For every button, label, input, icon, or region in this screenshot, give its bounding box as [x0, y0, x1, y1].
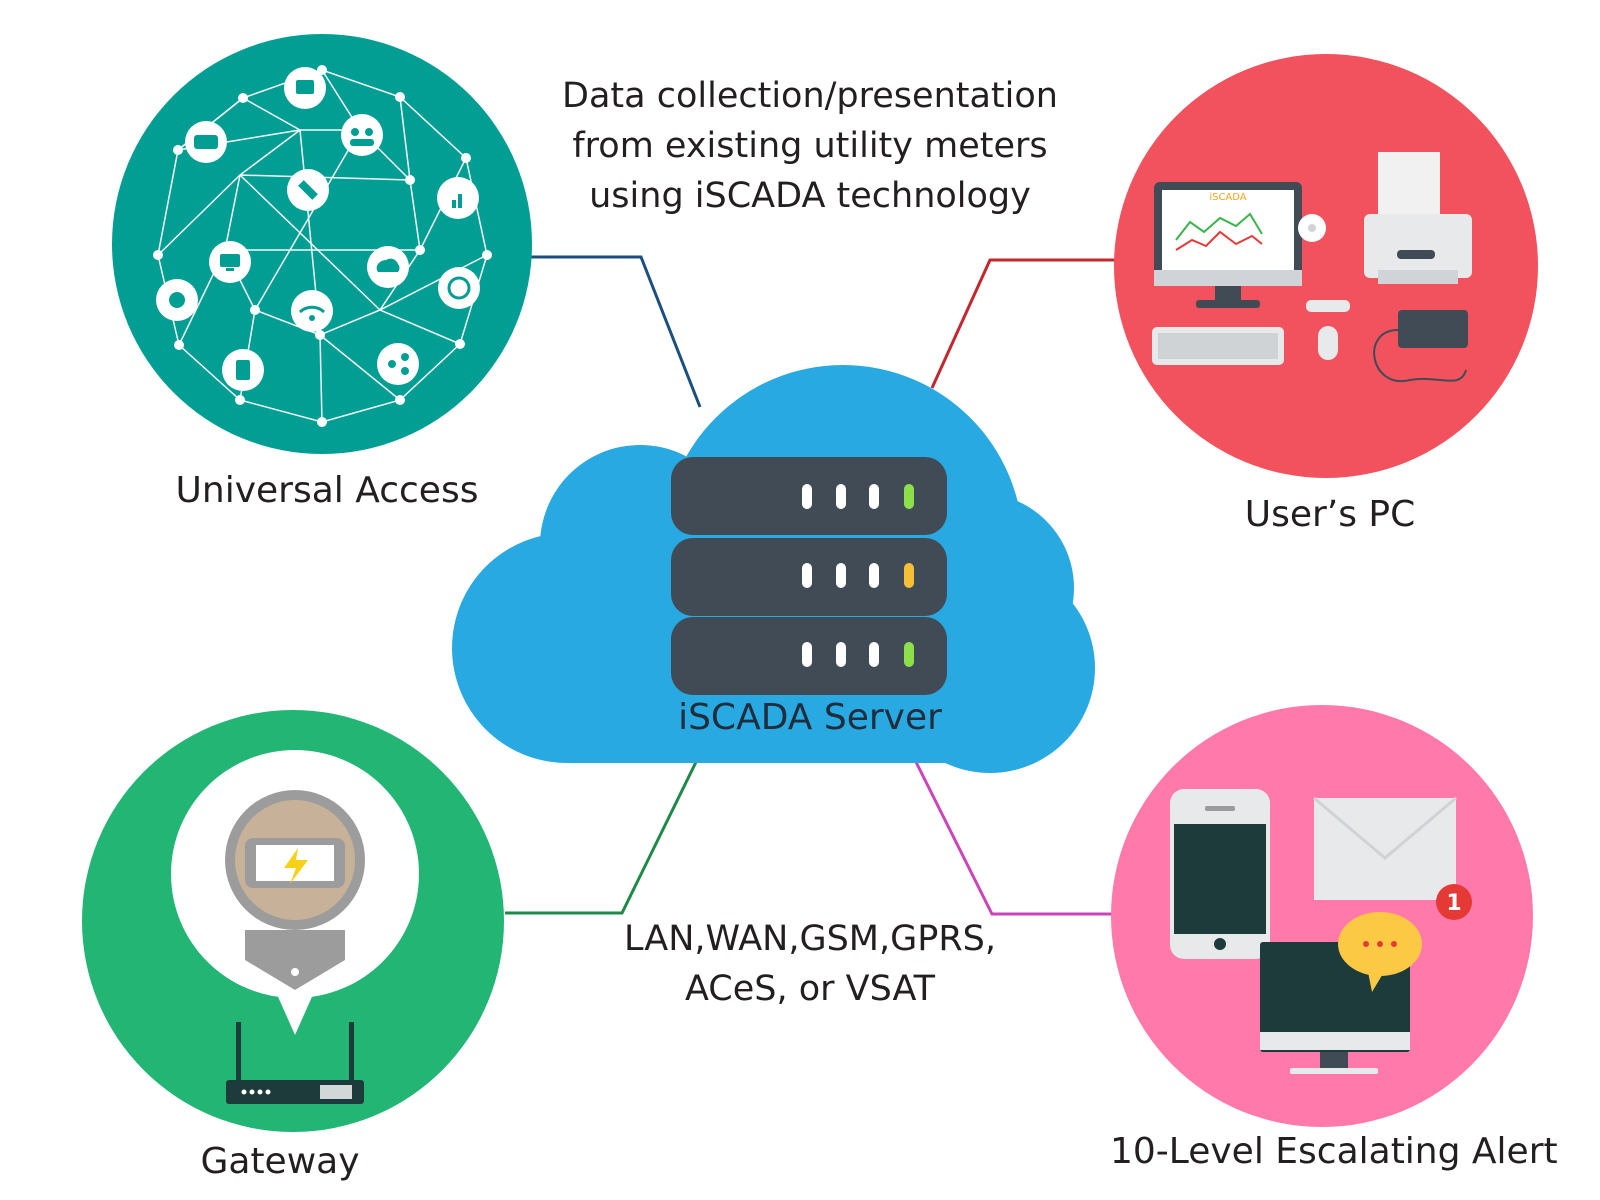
label-users-pc: User’s PC: [1244, 494, 1416, 535]
devices-notification-icon: 1: [1170, 789, 1472, 1074]
caption-top-line-1: Data collection/presentation: [562, 76, 1058, 116]
pc-screen-title: iSCADA: [1209, 192, 1246, 203]
label-iscada-server: iSCADA Server: [678, 697, 942, 738]
connector-users-pc: [930, 258, 1117, 389]
caption-bottom-line-1: LAN,WAN,GSM,GPRS,: [623, 919, 997, 959]
label-universal-access: Universal Access: [175, 470, 479, 511]
cloud-server: [452, 365, 1095, 773]
caption-bottom-line-2: ACeS, or VSAT: [684, 969, 936, 1009]
utility-meter-router-icon: [171, 750, 419, 1104]
server-led: [904, 484, 914, 509]
node-alert: 1: [1111, 705, 1533, 1127]
computer-peripherals-icon: iSCADA: [1152, 152, 1472, 383]
caption-top-line-2: from existing utility meters: [572, 126, 1048, 166]
label-alert: 10-Level Escalating Alert: [1110, 1131, 1558, 1172]
server-led: [904, 642, 914, 667]
connector-universal-access: [527, 255, 702, 408]
caption-top-line-3: using iSCADA technology: [589, 176, 1031, 216]
node-gateway: [82, 710, 504, 1132]
label-gateway: Gateway: [200, 1141, 360, 1182]
server-led: [904, 563, 914, 588]
connector-gateway: [505, 759, 699, 915]
node-universal-access: [112, 34, 532, 454]
caption-top: Data collection/presentation from existi…: [540, 71, 1080, 221]
node-users-pc: iSCADA: [1114, 54, 1538, 478]
caption-bottom: LAN,WAN,GSM,GPRS, ACeS, or VSAT: [600, 914, 1020, 1014]
connector-alert: [913, 759, 1112, 916]
server-rack-icon: [671, 457, 947, 695]
alert-badge: 1: [1446, 891, 1461, 916]
